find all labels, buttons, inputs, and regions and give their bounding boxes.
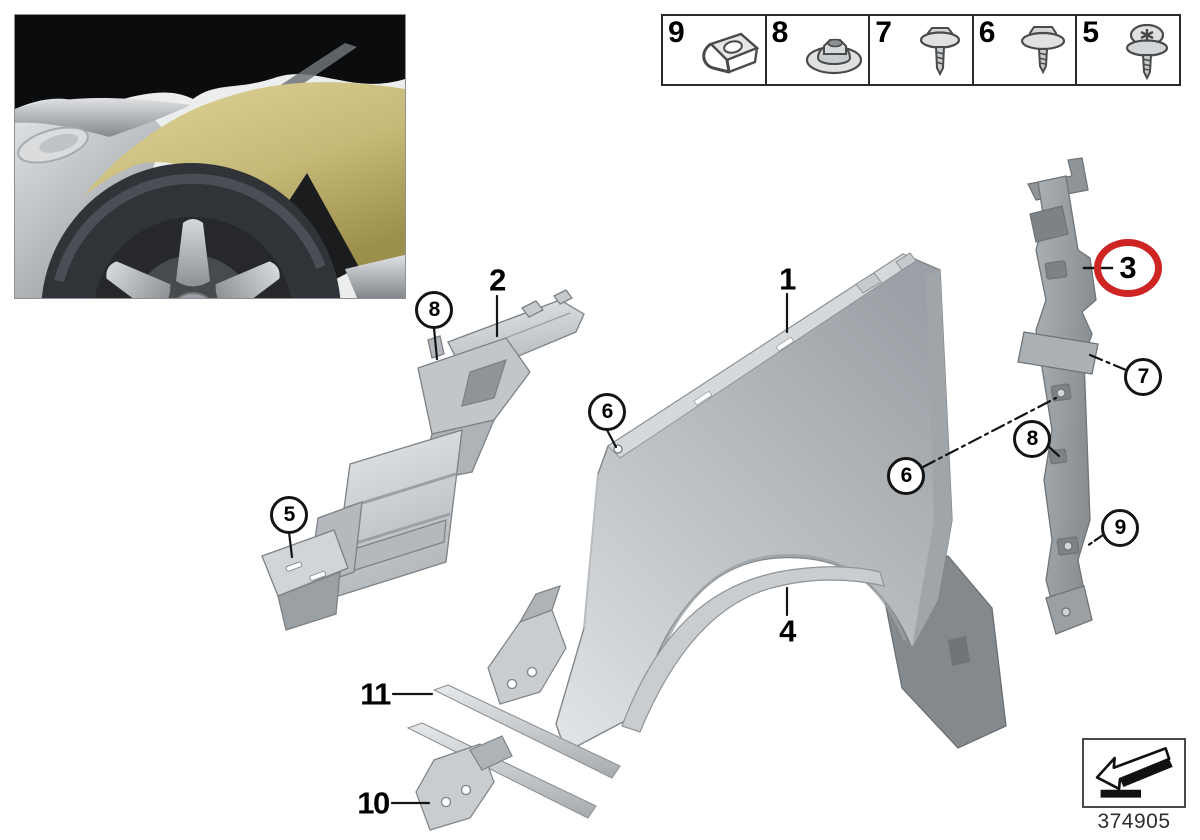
flange-nut-icon — [806, 38, 863, 75]
wheel-hub — [176, 292, 210, 298]
callout-7[interactable]: 7 — [1124, 358, 1162, 396]
hood-edge — [15, 97, 191, 137]
installation-direction-box — [1082, 738, 1186, 808]
vehicle-render — [15, 15, 405, 298]
clip-nut-icon — [701, 32, 759, 74]
legend-item-8[interactable]: 8 — [764, 16, 869, 84]
tire-highlight — [54, 173, 326, 283]
fender-tip-bracket — [487, 585, 567, 705]
torx-screw-washer-icon — [1125, 23, 1169, 81]
callout-4[interactable]: 4 — [779, 613, 796, 649]
leader-lines — [287, 266, 1128, 805]
legend-number: 5 — [1082, 16, 1099, 49]
arch-shadow — [281, 173, 359, 289]
direction-arrow-icon — [1095, 747, 1173, 798]
legend-item-7[interactable]: 7 — [868, 16, 972, 84]
callout-8-duct[interactable]: 8 — [415, 291, 453, 329]
mounting-strip-lower — [406, 722, 597, 819]
callout-6-rail[interactable]: 6 — [887, 457, 925, 495]
rear-corner-tab — [948, 636, 970, 666]
alloy-wheel-spokes — [106, 219, 280, 298]
wheel-arch-trim — [621, 566, 885, 733]
callout-2[interactable]: 2 — [489, 262, 506, 298]
rocker-panel — [345, 255, 405, 298]
vehicle-preview-image — [14, 14, 406, 299]
fastener-legend: 9 8 7 — [661, 14, 1181, 86]
support-rail — [1017, 157, 1099, 635]
hood-shadow — [15, 15, 405, 109]
legend-number: 7 — [875, 16, 892, 49]
callout-8-rail[interactable]: 8 — [1013, 420, 1051, 458]
legend-item-6[interactable]: 6 — [971, 16, 1076, 84]
hex-screw-washer-icon — [919, 27, 960, 77]
diagram-number: 374905 — [1097, 810, 1171, 833]
callout-11[interactable]: 11 — [360, 676, 391, 712]
headlight — [17, 126, 89, 164]
mounting-strips — [406, 684, 621, 819]
callout-6-fender[interactable]: 6 — [588, 393, 626, 431]
fender-panel — [555, 252, 953, 753]
legend-number: 8 — [771, 16, 789, 49]
hex-screw-washer-icon — [1021, 26, 1066, 75]
legend-number: 9 — [668, 16, 685, 49]
callout-5[interactable]: 5 — [270, 496, 308, 534]
callout-10[interactable]: 10 — [357, 785, 390, 821]
legend-item-5[interactable]: 5 — [1075, 16, 1179, 84]
lower-support-bracket — [261, 501, 363, 631]
callout-3-highlighted[interactable]: 3 — [1094, 239, 1162, 297]
legend-number: 6 — [978, 16, 996, 49]
mounting-strip-upper — [432, 684, 621, 779]
callout-1[interactable]: 1 — [779, 261, 796, 297]
legend-item-9[interactable]: 9 — [663, 16, 765, 84]
callout-9[interactable]: 9 — [1101, 509, 1139, 547]
bracket-10 — [415, 735, 513, 831]
air-duct-bracket — [329, 289, 585, 599]
